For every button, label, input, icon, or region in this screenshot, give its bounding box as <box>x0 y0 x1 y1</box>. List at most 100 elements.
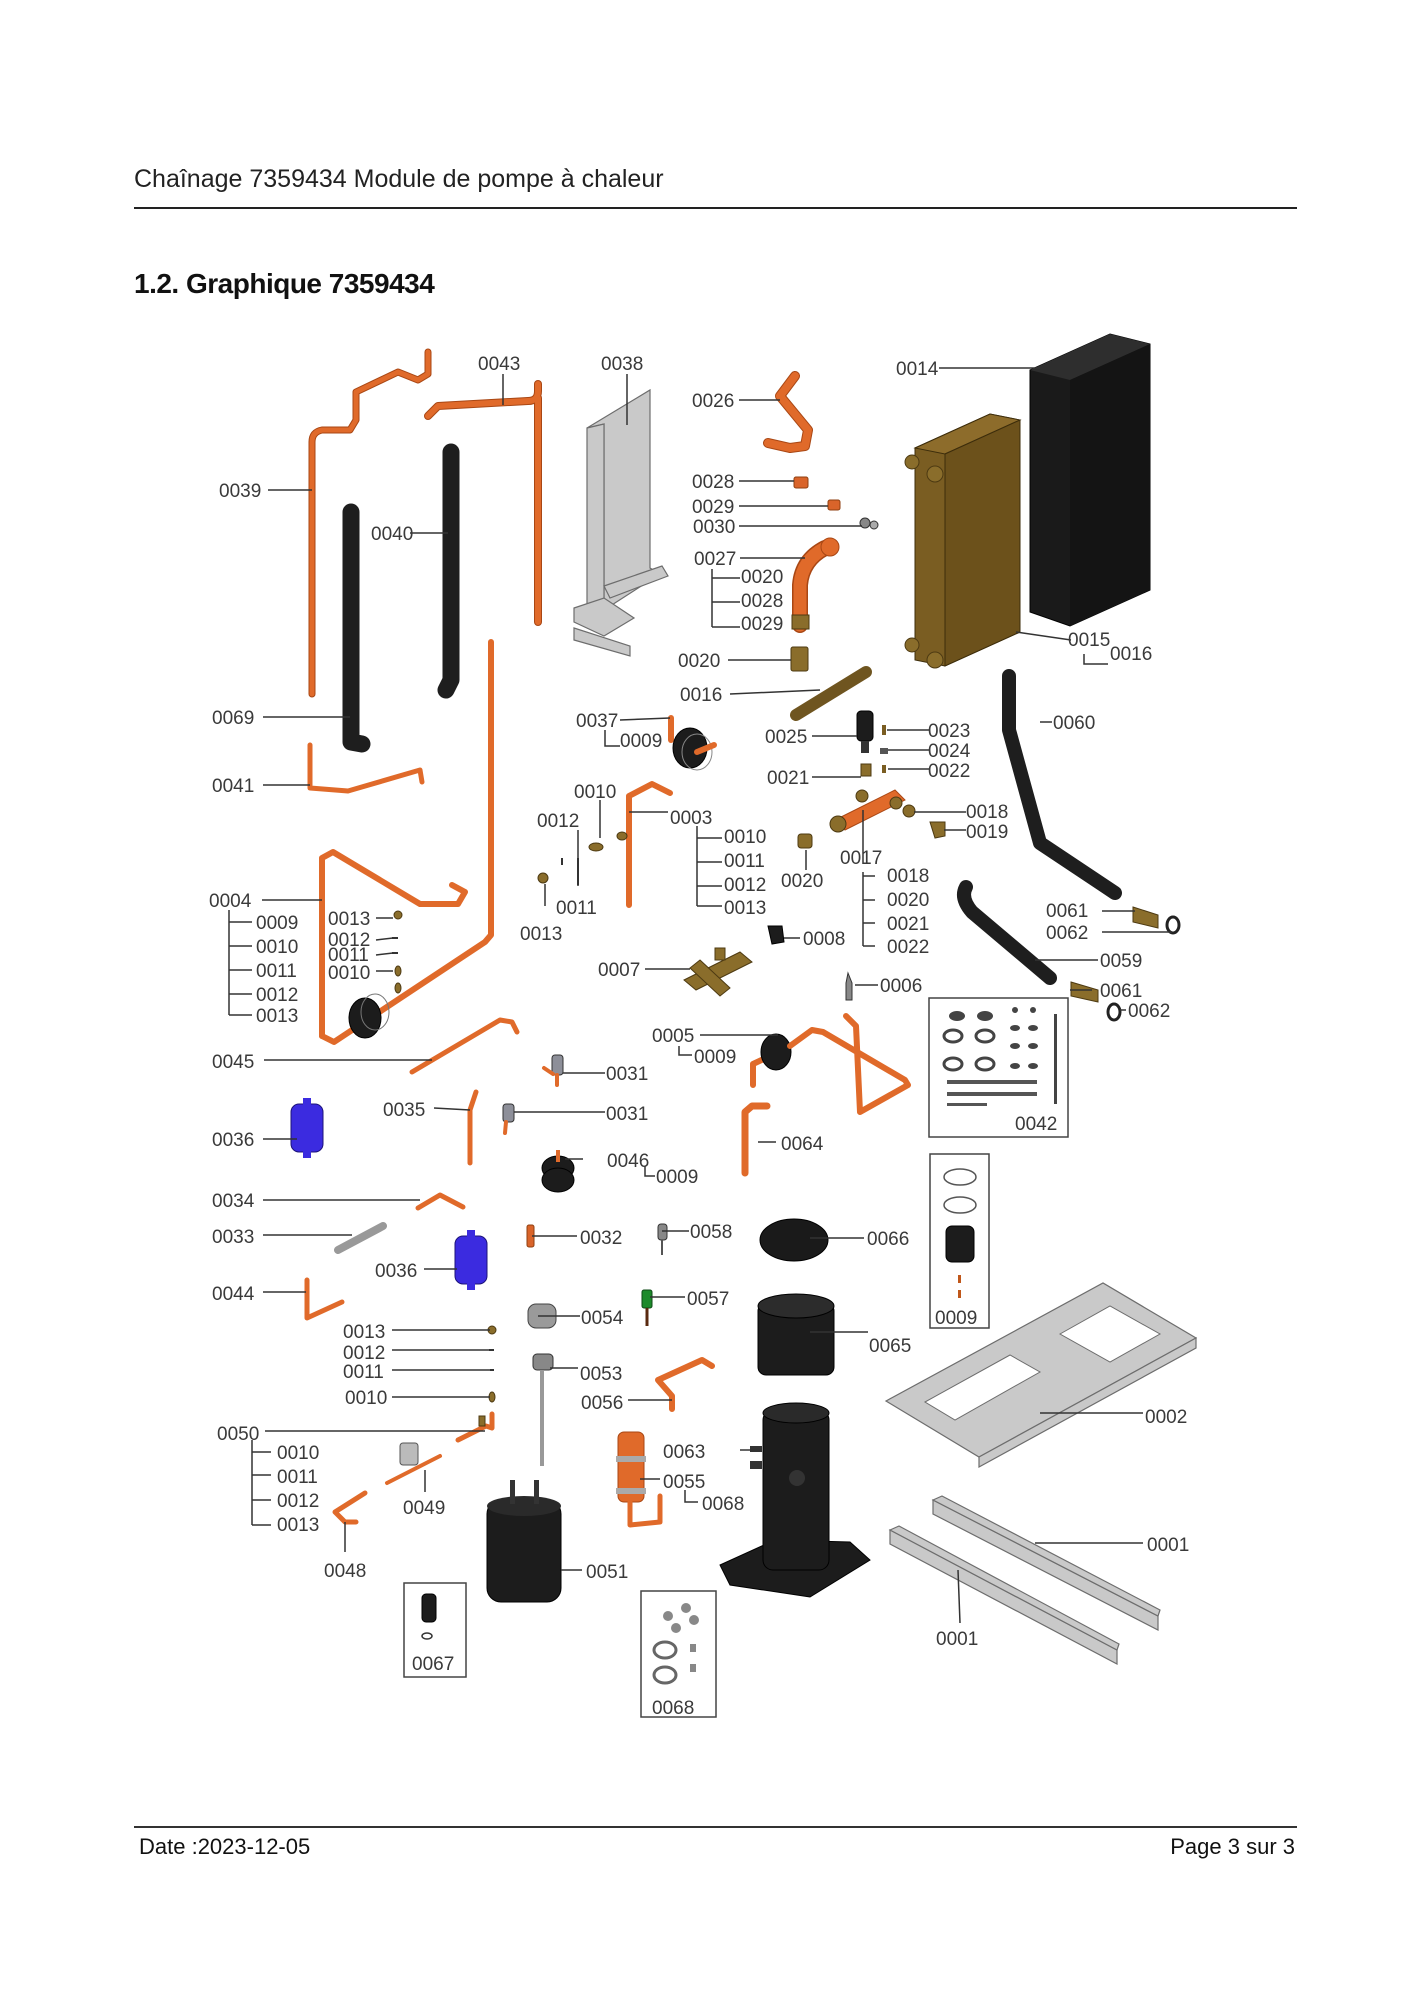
callout-0004-sub-0010: 0010 <box>256 937 298 958</box>
callout-0039: 0039 <box>219 481 261 502</box>
part-0060-hose <box>1002 669 1122 900</box>
part-0033-sight-glass <box>334 1222 387 1254</box>
callout-0013: 0013 <box>520 924 562 945</box>
part-0020-brass-plug <box>797 833 813 849</box>
document-header-title: Chaînage 7359434 Module de pompe à chale… <box>134 165 664 193</box>
callout-0025: 0025 <box>765 727 807 748</box>
part-fittings-0010-0013-set-b <box>392 910 403 994</box>
callout-0003-sub-0010: 0010 <box>724 827 766 848</box>
callout-0035: 0035 <box>383 1100 425 1121</box>
callout-0027: 0027 <box>694 549 736 570</box>
part-0064-copper-pipe <box>741 1102 771 1177</box>
part-0046-grommet <box>541 1150 575 1193</box>
callout-0026: 0026 <box>692 391 734 412</box>
part-0025-air-vent <box>856 710 874 753</box>
callout-0065: 0065 <box>869 1336 911 1357</box>
part-0042-screw-kit-box <box>928 997 1069 1138</box>
callout-0037: 0037 <box>576 711 618 732</box>
callout-0001-a: 0001 <box>1147 1535 1189 1556</box>
part-0036-filter-drier-a <box>290 1098 324 1158</box>
part-0044-copper-pipe <box>304 1277 345 1321</box>
leader-lines <box>228 367 1172 1624</box>
callout-0060: 0060 <box>1053 713 1095 734</box>
callout-0032: 0032 <box>580 1228 622 1249</box>
callout-0010: 0010 <box>574 782 616 803</box>
callout-0012: 0012 <box>537 811 579 832</box>
callout-0042: 0042 <box>1015 1114 1057 1135</box>
callout-0004: 0004 <box>209 891 252 912</box>
part-0018-plug <box>902 804 916 818</box>
part-0007-valve-body <box>683 947 753 997</box>
callout-0044: 0044 <box>212 1284 255 1305</box>
callout-0031-b: 0031 <box>606 1104 648 1125</box>
part-0063-compressor <box>719 1402 871 1598</box>
callout-0017: 0017 <box>840 848 882 869</box>
callout-0004-sub-0012: 0012 <box>256 985 298 1006</box>
callout-0014: 0014 <box>896 359 939 380</box>
callout-0007: 0007 <box>598 960 640 981</box>
part-0027-copper-elbow <box>791 537 840 633</box>
footer-date: Date :2023-12-05 <box>139 1834 311 1859</box>
callout-0004-sub-0009: 0009 <box>256 913 298 934</box>
callout-0059: 0059 <box>1100 951 1142 972</box>
part-0023-washer <box>882 725 886 735</box>
callout-0056: 0056 <box>581 1393 623 1414</box>
part-0015-heat-exchanger <box>904 413 1022 669</box>
callout-0004-sub-0013: 0013 <box>256 1006 298 1027</box>
part-0045-copper-pipe <box>409 1017 520 1075</box>
callout-0016: 0016 <box>680 685 722 706</box>
callout-0003: 0003 <box>670 808 712 829</box>
callout-0012-b: 0012 <box>328 930 370 951</box>
callout-0020-b: 0020 <box>781 871 823 892</box>
part-0006-sensor <box>845 971 853 1001</box>
part-0035-copper-pipe <box>467 1089 479 1166</box>
part-0002-base-frame <box>884 1282 1198 1469</box>
part-0031-valve-b <box>502 1103 515 1135</box>
callout-0015: 0015 <box>1068 630 1110 651</box>
part-0055-copper-assembly <box>616 1431 663 1528</box>
callout-0003-sub-0011: 0011 <box>724 851 765 872</box>
callout-0051: 0051 <box>586 1562 628 1583</box>
callout-0027-sub-0028: 0028 <box>741 591 783 612</box>
callout-0040: 0040 <box>371 524 413 545</box>
callout-0011-b: 0011 <box>328 945 369 966</box>
callout-0030: 0030 <box>693 517 735 538</box>
part-0037-pipe-with-grommet <box>668 715 717 771</box>
footer-page-number: Page 3 sur 3 <box>1170 1834 1295 1859</box>
part-0051-receiver-tank <box>486 1480 562 1603</box>
part-0008-valve-head <box>767 925 785 945</box>
part-0067-drain-kit-box <box>403 1582 467 1678</box>
callout-0015-sub-0016: 0016 <box>1110 644 1152 665</box>
callout-0022: 0022 <box>928 761 970 782</box>
part-0024-clip <box>880 748 888 754</box>
callout-0012-c: 0012 <box>343 1343 385 1364</box>
callout-0019: 0019 <box>966 822 1008 843</box>
callout-0010-c: 0010 <box>345 1388 387 1409</box>
callout-0029: 0029 <box>692 497 734 518</box>
callout-0018: 0018 <box>966 802 1008 823</box>
part-0066-insulation-disc <box>759 1218 829 1262</box>
part-0016-brass-rod <box>790 666 872 721</box>
part-0003-copper-pipe <box>626 781 673 908</box>
callout-0058: 0058 <box>690 1222 732 1243</box>
part-0061-fitting-b <box>1070 981 1099 1003</box>
callout-0038: 0038 <box>601 354 643 375</box>
callout-0005: 0005 <box>652 1026 694 1047</box>
callout-0011: 0011 <box>556 898 597 919</box>
part-0001-rail-a <box>931 1495 1161 1631</box>
callout-0003-sub-0013: 0013 <box>724 898 766 919</box>
part-0068-nut-kit-box <box>640 1590 717 1718</box>
callout-0046: 0046 <box>607 1151 649 1172</box>
part-0050-copper-pipe <box>455 1411 495 1443</box>
part-0059-hose <box>957 880 1057 985</box>
part-0001-rail-b <box>888 1525 1120 1665</box>
callout-0050-sub-0011: 0011 <box>277 1467 318 1488</box>
callout-0023: 0023 <box>928 721 970 742</box>
part-0029-fitting <box>827 499 841 511</box>
callout-0002: 0002 <box>1145 1407 1187 1428</box>
part-0062-seal-a <box>1165 915 1181 935</box>
callout-0062-a: 0062 <box>1046 923 1088 944</box>
callout-0050: 0050 <box>217 1424 259 1445</box>
callout-0069: 0069 <box>212 708 254 729</box>
